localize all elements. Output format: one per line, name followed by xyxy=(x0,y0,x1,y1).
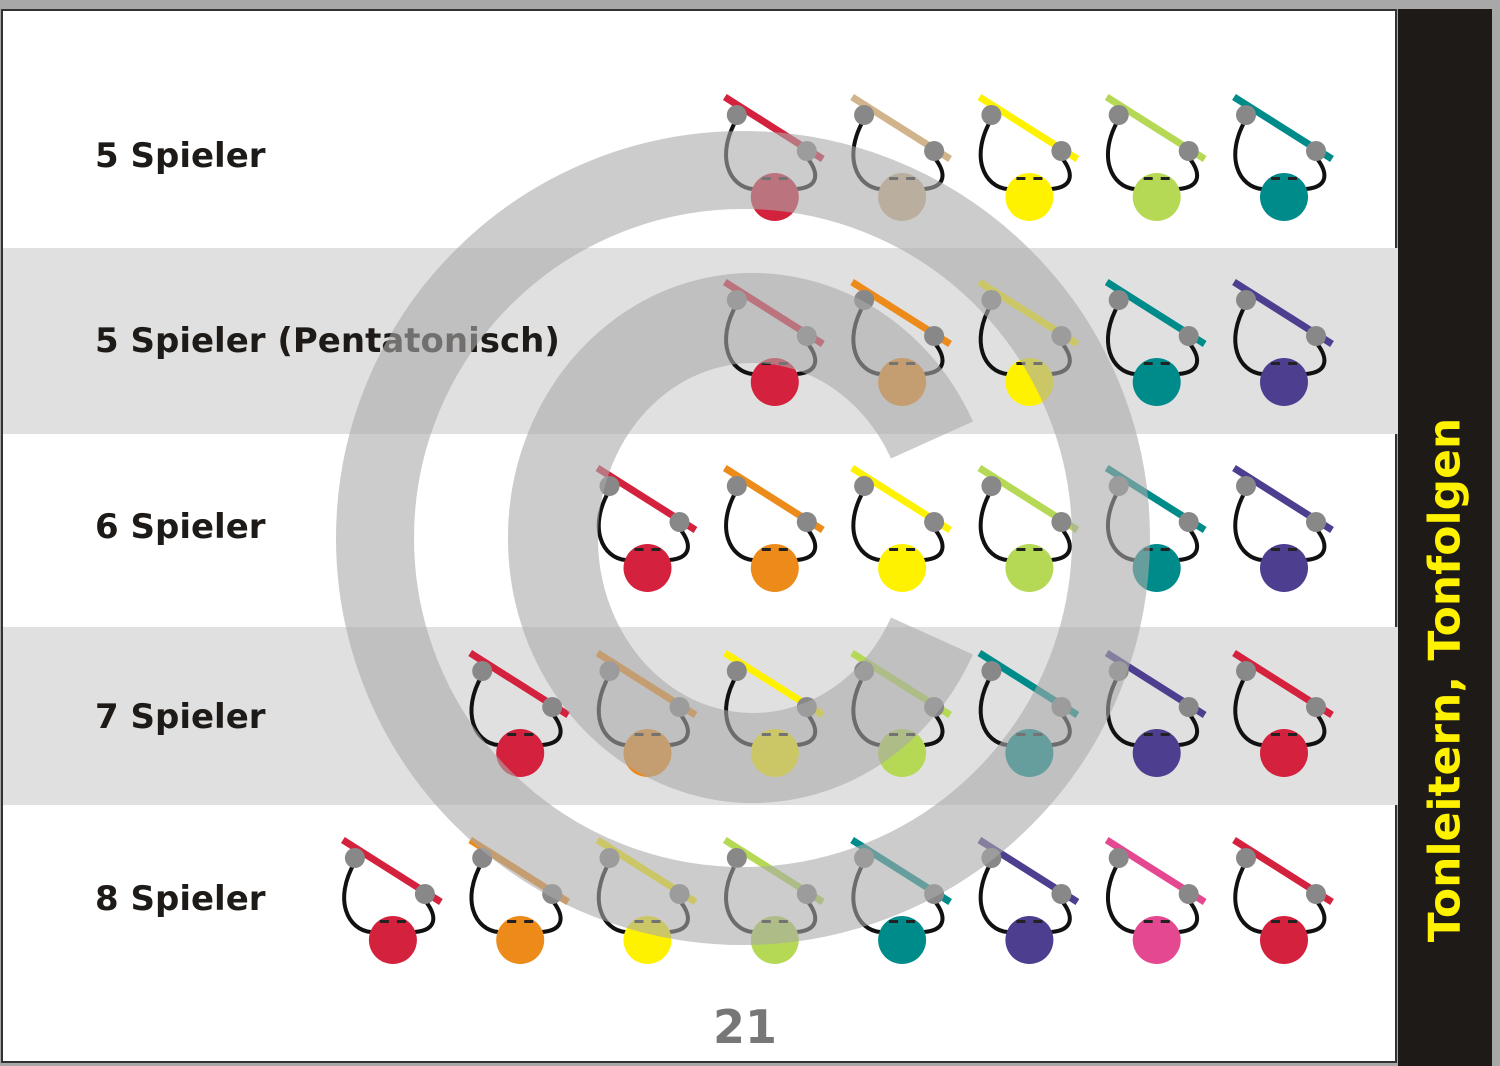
page-number: 21 xyxy=(712,1000,778,1054)
player-figure xyxy=(595,465,698,592)
player-figure xyxy=(1104,837,1207,964)
player-figure xyxy=(977,94,1080,221)
player-figure xyxy=(1104,94,1207,221)
player-figure xyxy=(850,465,952,592)
player-figure xyxy=(1232,837,1334,964)
player-figure xyxy=(468,650,571,777)
player-figure xyxy=(1104,279,1207,406)
sidebar xyxy=(1398,9,1492,1066)
player-figure xyxy=(1232,650,1334,777)
player-figure xyxy=(977,465,1080,592)
player-figure xyxy=(1232,465,1334,592)
player-figure xyxy=(1232,94,1334,221)
row-label: 8 Spieler xyxy=(95,879,266,919)
row-label: 5 Spieler xyxy=(95,136,266,176)
player-figure xyxy=(722,465,825,592)
sidebar-title: Tonleitern, Tonfolgen xyxy=(1419,417,1471,943)
player-figure xyxy=(1232,279,1334,406)
player-figure xyxy=(341,837,443,964)
row-label: 6 Spieler xyxy=(95,507,266,547)
row-label: 7 Spieler xyxy=(95,697,266,737)
